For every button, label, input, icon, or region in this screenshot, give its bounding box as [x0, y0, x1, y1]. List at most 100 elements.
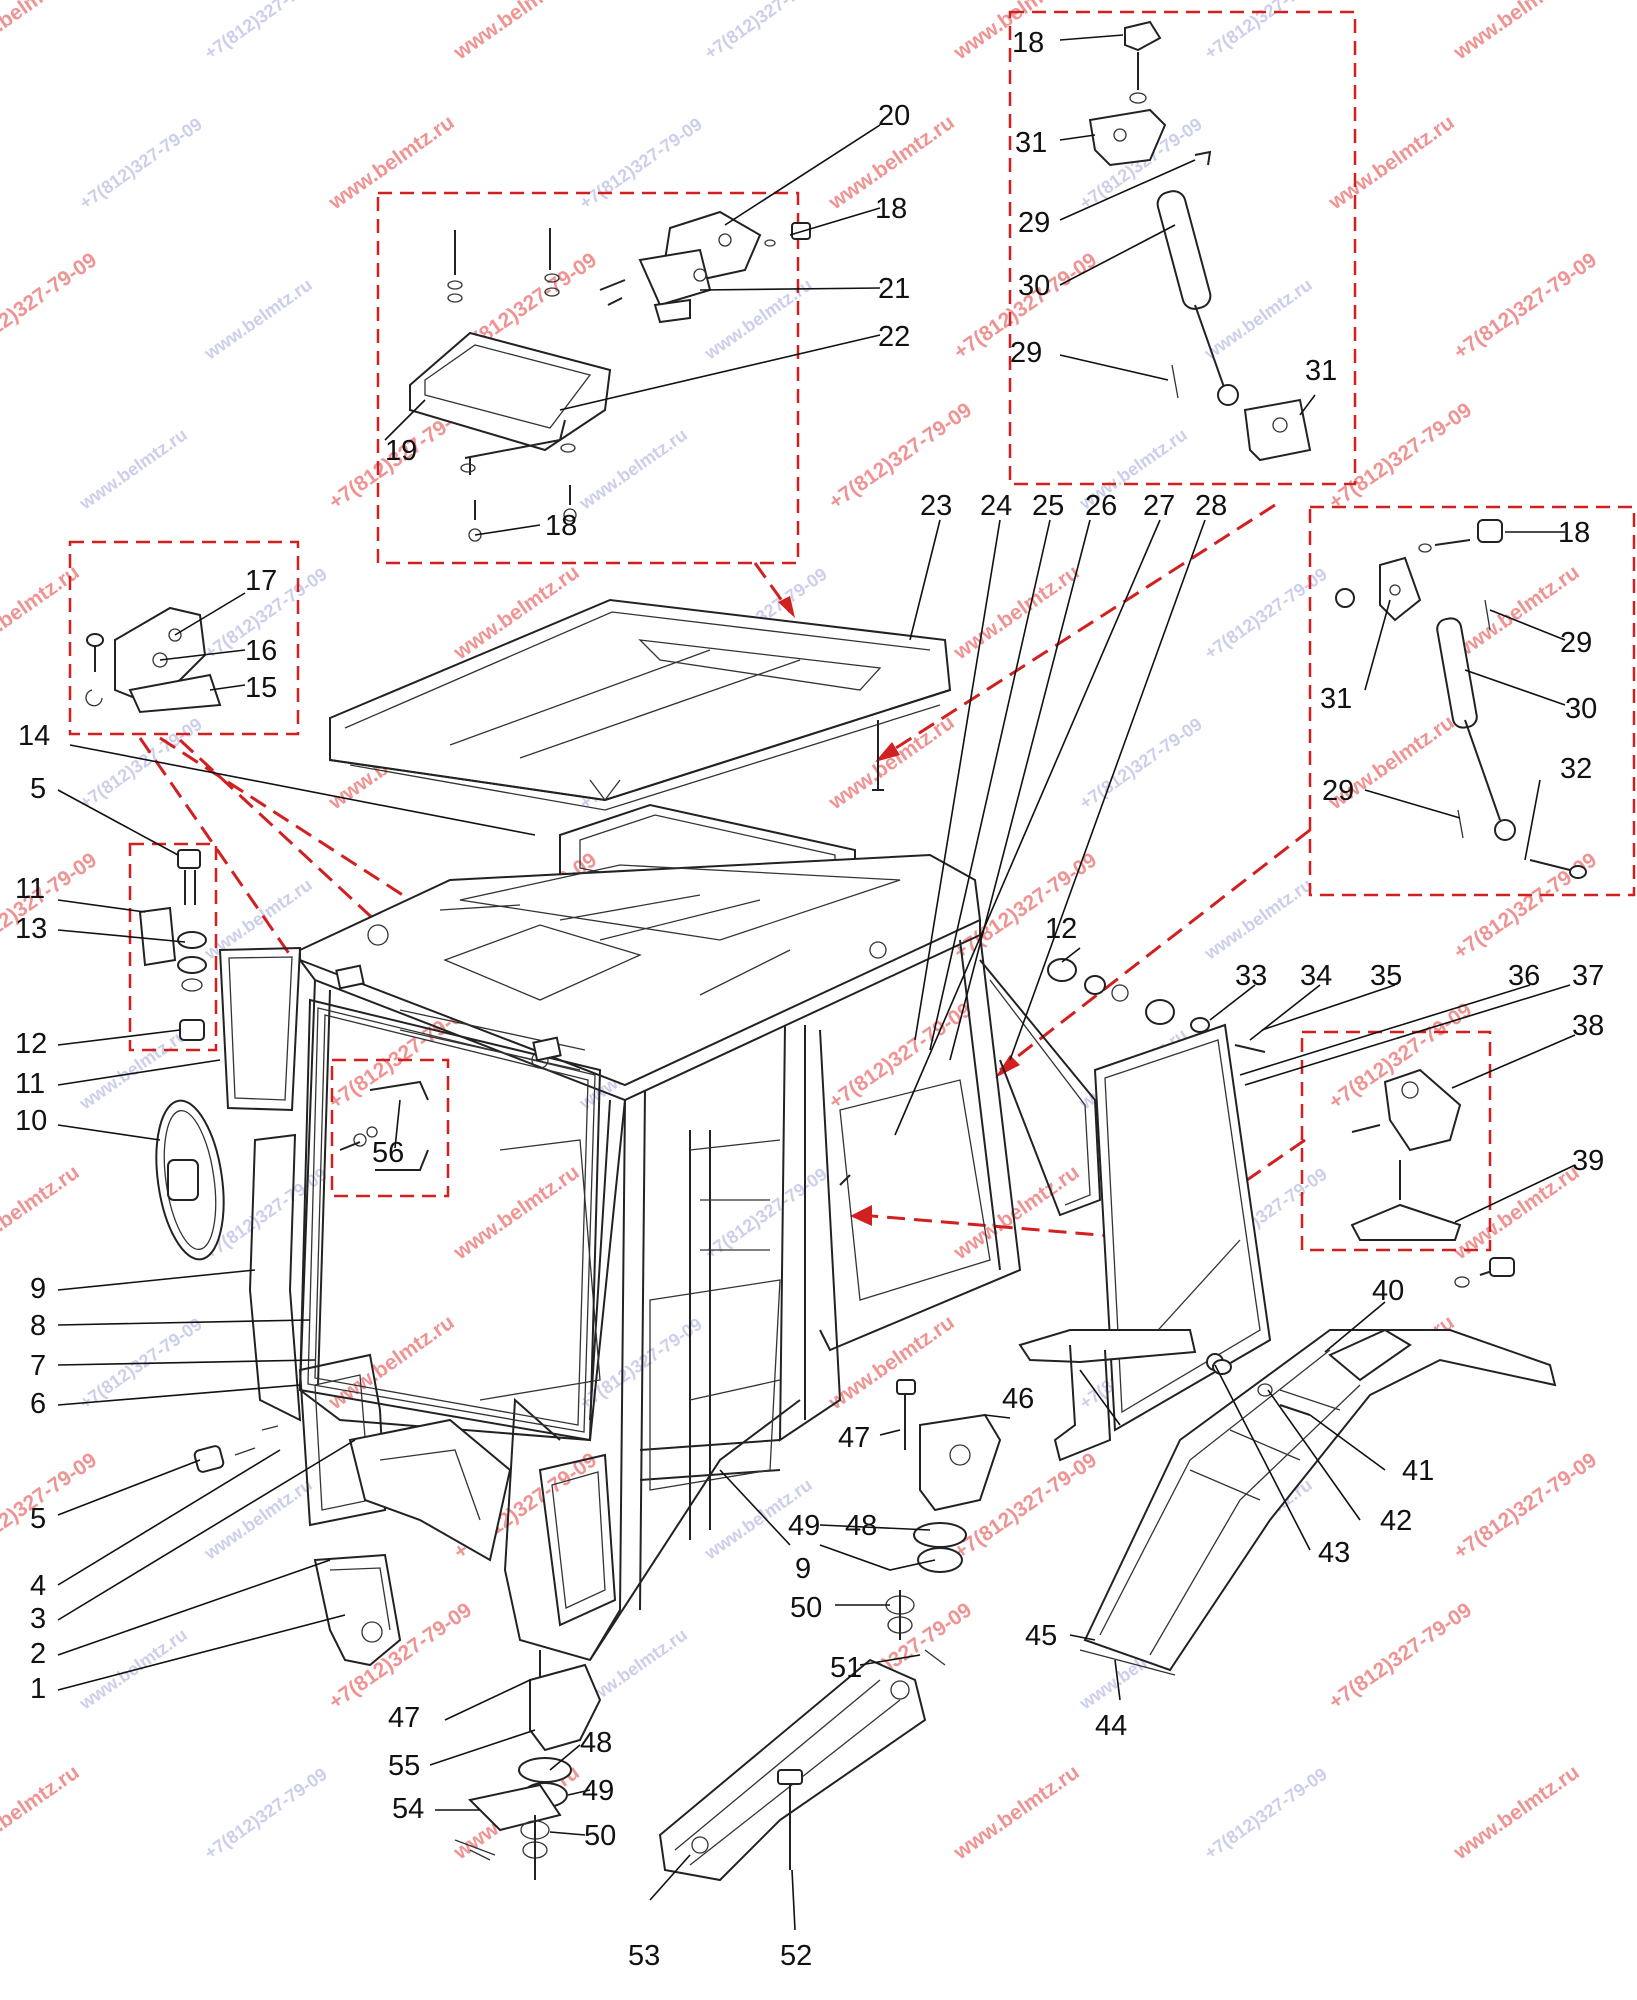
watermark-text: www.belmtz.ru — [824, 1311, 959, 1415]
callout-18-vent-top: 18 — [875, 193, 907, 225]
callout-20: 20 — [878, 100, 910, 132]
rear-fender — [1079, 1257, 1557, 1676]
callout-9-b: 9 — [795, 1553, 811, 1585]
callout-9-a: 9 — [30, 1273, 46, 1305]
callout-27: 27 — [1143, 490, 1175, 522]
callout-17: 17 — [245, 565, 277, 597]
arrowhead-latch — [850, 1205, 872, 1226]
callout-34: 34 — [1300, 960, 1332, 992]
front-mount-bracket — [313, 1553, 402, 1667]
watermark-text: +7(812)327-79-09 — [0, 848, 101, 964]
callout-15: 15 — [245, 672, 277, 704]
watermark-text: +7(812)327-79-09 — [0, 248, 101, 364]
front-windscreen — [298, 964, 602, 1442]
callout-29-a: 29 — [1018, 207, 1050, 239]
callout-49-b: 49 — [582, 1775, 614, 1807]
callout-6: 6 — [30, 1388, 46, 1420]
callout-7: 7 — [30, 1350, 46, 1382]
callout-44: 44 — [1095, 1710, 1127, 1742]
callout-33: 33 — [1235, 960, 1267, 992]
callout-39: 39 — [1572, 1145, 1604, 1177]
gas-strut-top-parts — [1088, 20, 1312, 462]
callout-11-a: 11 — [15, 873, 45, 905]
watermark-text: www.belmtz.ru — [200, 274, 316, 363]
watermark-text: www.belmtz.ru — [1449, 1761, 1584, 1865]
callout-31-b: 31 — [1305, 355, 1337, 387]
callout-2: 2 — [30, 1638, 46, 1670]
callout-42: 42 — [1380, 1505, 1412, 1537]
watermark-text: www.belmtz.ru — [324, 111, 459, 215]
callout-40: 40 — [1372, 1275, 1404, 1307]
arrow-roof-vent — [753, 562, 792, 613]
watermark-text: +7(812)327-79-09 — [1201, 0, 1331, 63]
callout-50-b: 50 — [584, 1820, 616, 1852]
watermark-text: +7(812)327-79-09 — [576, 114, 706, 213]
watermark-text: +7(812)327-79-09 — [1076, 714, 1206, 813]
arrowhead-gas-strut-right — [995, 1055, 1020, 1078]
watermark-text: www.belmtz.ru — [575, 424, 691, 513]
roof-vent-parts — [409, 210, 811, 542]
callout-12-b: 12 — [1045, 913, 1077, 945]
callout-23: 23 — [920, 490, 952, 522]
watermark-text: www.belmtz.ru — [824, 711, 959, 815]
callout-38: 38 — [1572, 1010, 1604, 1042]
callout-51: 51 — [830, 1652, 862, 1684]
rear-mount-assembly — [885, 1379, 1002, 1666]
watermark-text: +7(812)327-79-09 — [201, 1764, 331, 1863]
callout-36: 36 — [1508, 960, 1540, 992]
watermark-text: +7(812)327-79-09 — [1450, 248, 1601, 364]
callout-26: 26 — [1085, 490, 1117, 522]
cab-assembly — [85, 20, 1587, 1882]
arrow-mirror-bracket — [178, 738, 382, 927]
callout-14: 14 — [18, 720, 50, 752]
watermark-text: +7(812)327-79-09 — [701, 0, 831, 63]
watermark-text: www.belmtz.ru — [1324, 111, 1459, 215]
watermark-text: +7(812)327-79-09 — [825, 998, 976, 1114]
side-window-seal — [979, 959, 1102, 1217]
callout-56: 56 — [372, 1137, 404, 1169]
arrow-gas-strut-top — [884, 503, 1276, 757]
callout-25: 25 — [1032, 490, 1064, 522]
watermark-text: +7(812)327-79-09 — [1325, 1598, 1476, 1714]
callout-53: 53 — [628, 1940, 660, 1972]
callout-45: 45 — [1025, 1620, 1057, 1652]
callout-8: 8 — [30, 1310, 46, 1342]
callout-48-b: 48 — [580, 1727, 612, 1759]
callout-21: 21 — [878, 273, 910, 305]
arrowhead-gas-strut-top — [875, 742, 900, 762]
callout-47-a: 47 — [838, 1422, 870, 1454]
callout-24: 24 — [980, 490, 1012, 522]
watermark-text: www.belmtz.ru — [200, 874, 316, 963]
callout-19: 19 — [385, 435, 417, 467]
left-window-seal — [218, 946, 302, 1422]
detail-box-hinge-left — [68, 540, 300, 736]
callout-49-a: 49 — [788, 1510, 820, 1542]
arrowhead-roof-vent — [778, 596, 795, 618]
callout-10: 10 — [15, 1105, 47, 1137]
watermark-text: +7(812)327-79-09 — [1201, 564, 1331, 663]
callout-50-a: 50 — [790, 1592, 822, 1624]
door-handle-bar — [1018, 1329, 1224, 1462]
callout-11-b: 11 — [15, 1068, 45, 1100]
callout-18-vent-bottom: 18 — [545, 510, 577, 542]
callout-22: 22 — [878, 321, 910, 353]
hinge-spacer-stack — [1047, 958, 1266, 1053]
watermark-text: +7(812)327-79-09 — [201, 0, 331, 63]
callout-43: 43 — [1318, 1537, 1350, 1569]
callout-28: 28 — [1195, 490, 1227, 522]
callout-55: 55 — [388, 1750, 420, 1782]
callout-52: 52 — [780, 1940, 812, 1972]
watermark-text: www.belmtz.ru — [75, 424, 191, 513]
watermark-text: +7(812)327-79-09 — [1450, 1448, 1601, 1564]
detail-box-gas-strut-top — [1008, 10, 1357, 486]
detail-box-handle — [330, 1058, 450, 1198]
callout-48-a: 48 — [845, 1510, 877, 1542]
callout-41: 41 — [1402, 1455, 1434, 1487]
watermark-text: www.belmtz.ru — [449, 1161, 584, 1265]
watermark-text: +7(812)327-79-09 — [0, 1448, 101, 1564]
detail-box-gas-strut-right — [1308, 505, 1636, 897]
callout-13: 13 — [15, 913, 47, 945]
callout-3: 3 — [30, 1603, 46, 1635]
callout-30-a: 30 — [1018, 270, 1050, 302]
callout-29-c: 29 — [1560, 627, 1592, 659]
